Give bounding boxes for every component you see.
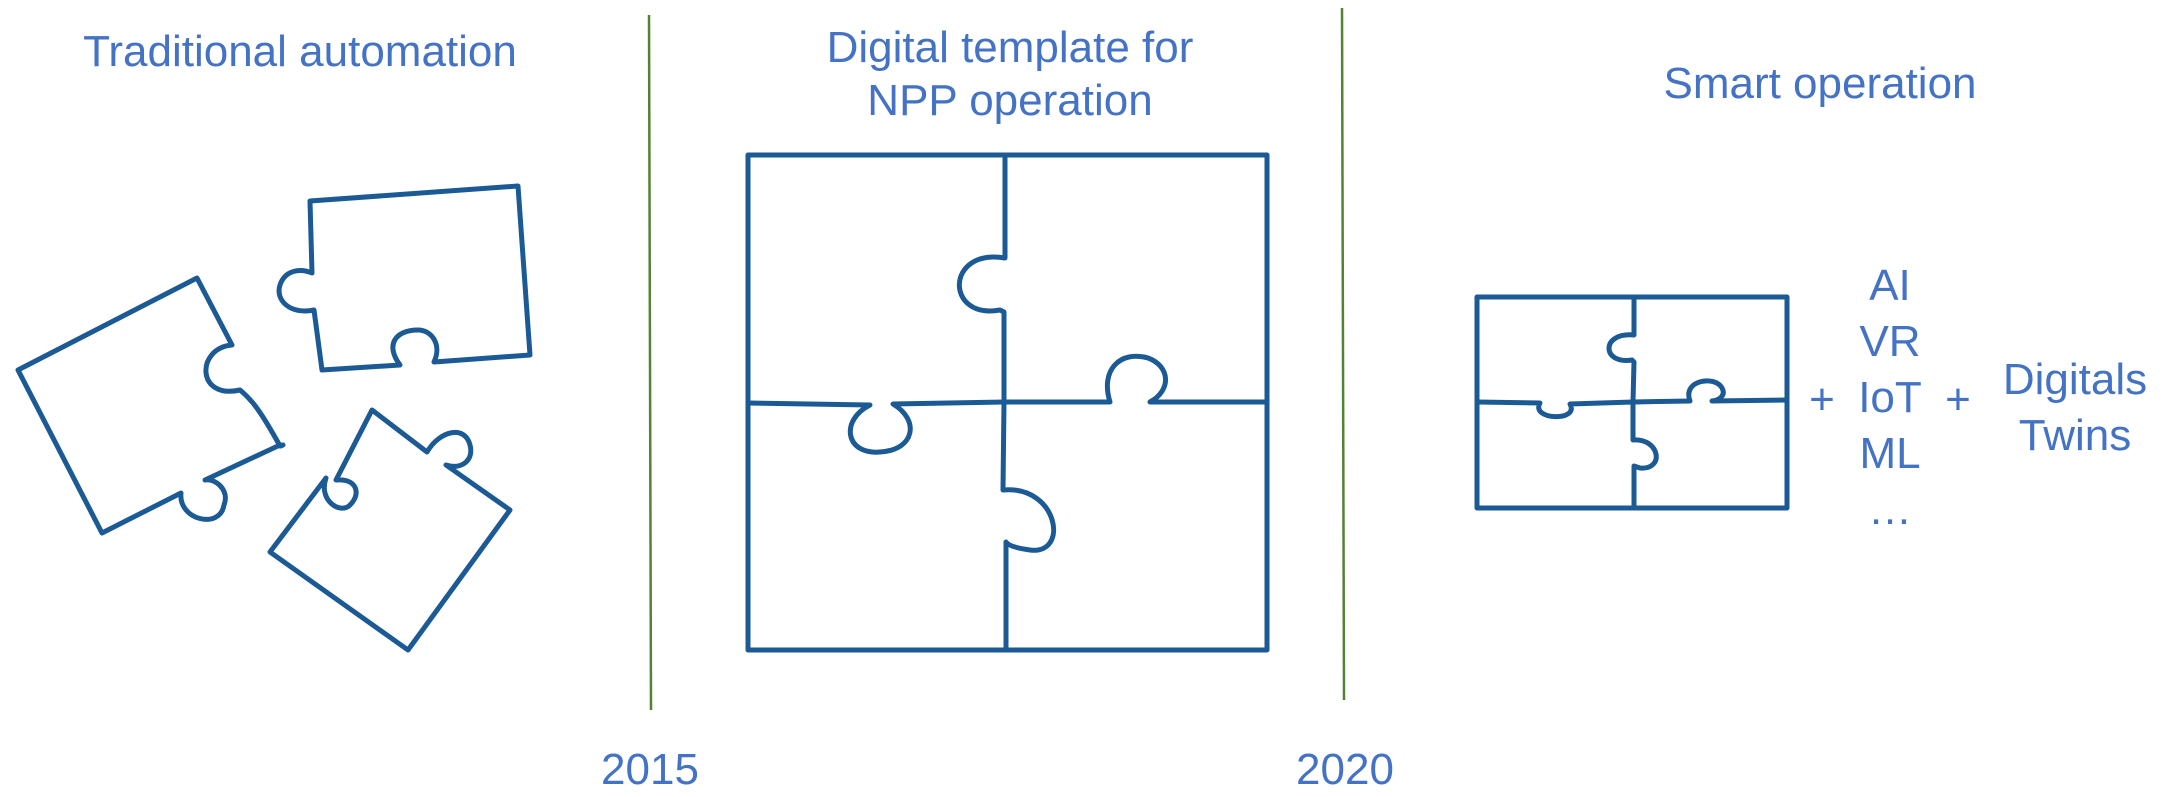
puzzle-piece-top <box>276 183 533 373</box>
puzzle-piece-left <box>15 275 286 536</box>
technology-iot: IoT <box>1858 373 1922 422</box>
digital-twins-line-1: Digitals <box>2002 355 2148 404</box>
template-vertical-seam <box>956 152 1057 653</box>
smart-horizontal-seam <box>1474 378 1790 420</box>
digital-template-title-line-1: Digital template for <box>826 23 1194 72</box>
smart-operation-title: Smart operation <box>1663 59 1977 108</box>
traditional-automation-title: Traditional automation <box>83 27 517 76</box>
technology-more: … <box>1868 485 1912 534</box>
template-horizontal-seam <box>745 353 1270 455</box>
technology-vr: VR <box>1859 317 1921 366</box>
year-2015: 2015 <box>601 745 699 794</box>
divider-2020 <box>1340 7 1346 701</box>
plus-sign-left: + <box>1809 375 1835 424</box>
digital-template-title: Digital template for NPP operation <box>740 22 1280 128</box>
digital-template-title-line-2: NPP operation <box>867 75 1153 125</box>
technology-ml: ML <box>1859 429 1921 478</box>
digital-twins-line-2: Twins <box>2018 411 2132 460</box>
technology-ai: AI <box>1869 261 1911 310</box>
puzzle-piece-bottom <box>267 407 513 653</box>
year-2020: 2020 <box>1296 745 1394 794</box>
digital-twins-label: Digitals Twins <box>1985 352 2165 464</box>
divider-2015 <box>647 14 653 711</box>
technology-list: AI VR IoT ML … <box>1840 258 1940 538</box>
plus-sign-right: + <box>1945 375 1971 424</box>
